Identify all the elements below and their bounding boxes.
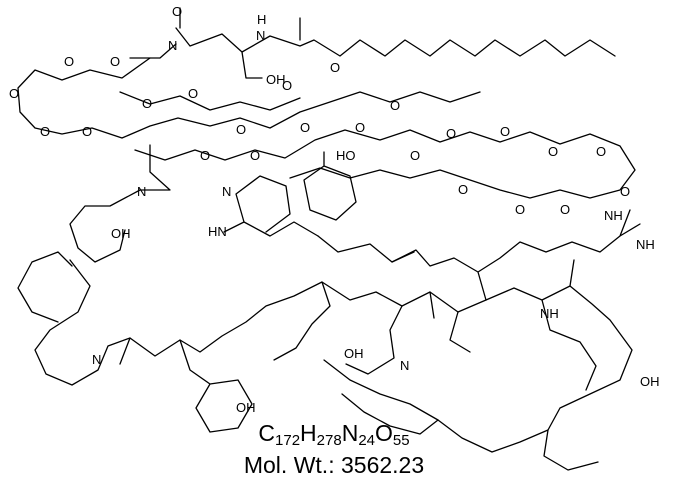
atom-oh-acid-2: OH	[640, 374, 660, 389]
atom-o-peg-14: O	[548, 144, 558, 159]
molecular-formula: C172H278N24O55	[258, 420, 410, 449]
atom-oh-top: OH	[266, 72, 286, 87]
atom-hn-indole: HN	[208, 224, 227, 239]
atom-n-proline: N	[92, 352, 101, 367]
atom-o-peg-18: O	[515, 202, 525, 217]
molecular-weight-label: Mol. Wt.:	[243, 452, 335, 478]
atom-ho-tyr: HO	[336, 148, 356, 163]
atom-o-peg-1: O	[64, 54, 74, 69]
molecular-weight: Mol. Wt.: 3562.23	[214, 452, 454, 479]
bond-network	[17, 7, 641, 471]
atom-n-pyridine: N	[222, 184, 231, 199]
atom-n-linker: N	[168, 38, 177, 53]
atom-oh-acid-1: OH	[111, 226, 131, 241]
atom-o-peg-7: O	[188, 86, 198, 101]
atom-o-peg-21: O	[355, 120, 365, 135]
atom-h-top: H	[257, 12, 266, 27]
molecular-weight-value: 3562.23	[340, 452, 425, 478]
atom-o-peg-11: O	[390, 98, 400, 113]
atom-o-peg-16: O	[620, 184, 630, 199]
atom-nh-arg: NH	[604, 208, 623, 223]
atom-o-peg-9: O	[282, 78, 292, 93]
atom-o-peg-15: O	[596, 144, 606, 159]
atom-nh2-arg: NH	[636, 237, 655, 252]
atom-o-peg-13: O	[500, 124, 510, 139]
atom-o-peg-12: O	[446, 126, 456, 141]
atom-n-peg-amide: N	[137, 184, 146, 199]
atom-o-peg-2: O	[110, 54, 120, 69]
atom-oh-tyr-2: OH	[236, 400, 256, 415]
atom-o-peg-3: O	[9, 86, 19, 101]
atom-o-peg-8: O	[236, 122, 246, 137]
atom-o-peg-10: O	[330, 60, 340, 75]
atom-o-peg-5: O	[82, 124, 92, 139]
atom-labels: O N H OH N O O O O O O O O O O O O O O O…	[9, 4, 660, 415]
atom-o-peg-4: O	[40, 124, 50, 139]
atom-n-methyl: N	[400, 358, 409, 373]
atom-o-top: O	[172, 4, 182, 19]
atom-o-peg-6: O	[142, 96, 152, 111]
atom-n-top: N	[256, 28, 265, 43]
atom-nh-arg-amide: NH	[540, 306, 559, 321]
atom-o-peg-22: O	[300, 120, 310, 135]
atom-o-peg-19: O	[458, 182, 468, 197]
atom-o-peg-23: O	[250, 148, 260, 163]
atom-o-peg-17: O	[560, 202, 570, 217]
atom-oh-acid-3: OH	[344, 346, 364, 361]
atom-o-peg-24: O	[200, 148, 210, 163]
atom-o-peg-20: O	[410, 148, 420, 163]
